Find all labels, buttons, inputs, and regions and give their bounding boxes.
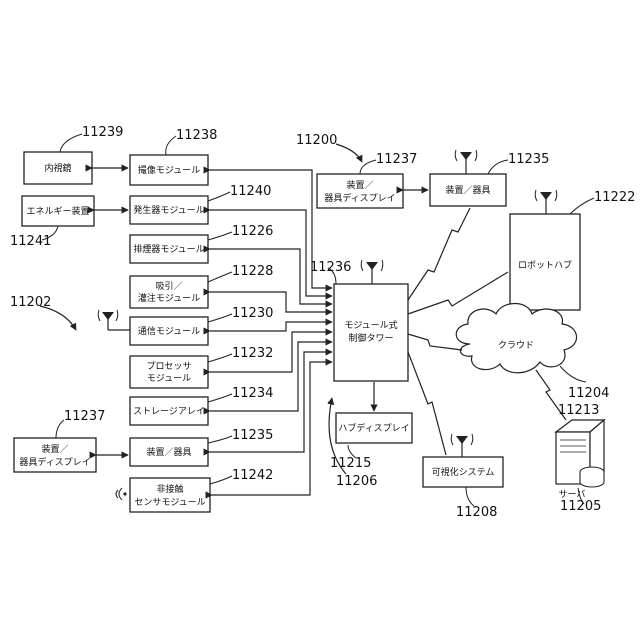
suction-label-2: 灌注モジュール: [138, 292, 200, 304]
ref-11232: 11232: [232, 346, 273, 361]
lead-11226: [208, 232, 232, 240]
processor-label-2: モジュール: [147, 374, 191, 384]
hub-display-label: ハブディスプレイ: [338, 422, 409, 434]
antenna-icon-visualization: [451, 434, 473, 457]
ref-11204: 11204: [568, 386, 609, 401]
ref-11200: 11200: [296, 133, 337, 148]
lead-11240: [208, 192, 230, 201]
ref-11236: 11236: [310, 260, 351, 275]
tower-label-2: 制御タワー: [348, 332, 393, 344]
lead-11235b: [488, 160, 508, 174]
lead-11237b: [360, 160, 376, 174]
processor-label-1: プロセッサ: [146, 361, 191, 372]
lead-11237a: [56, 420, 64, 438]
robot-hub-label: ロボットハブ: [518, 259, 572, 271]
lead-11234: [208, 394, 232, 402]
ref-11205: 11205: [560, 499, 601, 514]
antenna-icon-comm: [98, 310, 130, 330]
storage-array-label: ストレージアレイ: [133, 407, 205, 417]
modular-control-tower-box: [334, 284, 408, 381]
ref-11226: 11226: [232, 224, 273, 239]
ref-11241: 11241: [10, 234, 51, 249]
ref-11230: 11230: [232, 306, 273, 321]
ref-11206: 11206: [336, 474, 377, 489]
generator-module-label: 発生器モジュール: [133, 204, 204, 216]
wireless-tower-visualization: [408, 352, 446, 455]
ref-11237-left: 11237: [64, 409, 105, 424]
bus-generator: [210, 210, 332, 296]
bus-comm: [210, 322, 332, 331]
ref-11213: 11213: [558, 403, 599, 418]
comm-module-label: 通信モジュール: [138, 325, 200, 337]
arrow-11200: [336, 144, 362, 162]
ref-11238: 11238: [176, 128, 217, 143]
lead-11232: [208, 354, 232, 362]
lead-11230: [208, 314, 232, 322]
ref-11235-top: 11235: [508, 152, 549, 167]
lead-11239: [60, 134, 82, 152]
ref-11240: 11240: [230, 184, 271, 199]
sensor-icon-noncontact: [116, 488, 127, 500]
ref-11222: 11222: [594, 190, 635, 205]
device-display-top-label-2: 器具ディスプレイ: [324, 192, 395, 204]
device-display-top-label-1: 装置／: [346, 179, 373, 191]
suction-label-1: 吸引／: [155, 281, 182, 292]
endoscope-label: 内視鏡: [44, 162, 71, 174]
lead-11228: [208, 272, 232, 282]
ref-11242: 11242: [232, 468, 273, 483]
ref-11228: 11228: [232, 264, 273, 279]
lead-11235a: [208, 436, 232, 443]
ref-11202: 11202: [10, 295, 51, 310]
lead-11242: [210, 476, 232, 484]
cloud-shape: [456, 304, 576, 373]
ref-11237-top: 11237: [376, 152, 417, 167]
lead-11204: [560, 366, 586, 382]
ref-11239: 11239: [82, 125, 123, 140]
cloud-label: クラウド: [498, 340, 534, 351]
energy-device-label: エネルギー装置: [26, 205, 89, 217]
ref-11235-left: 11235: [232, 428, 273, 443]
visualization-label: 可視化システム: [432, 466, 495, 478]
device-instrument-left-label: 装置／器具: [146, 446, 191, 458]
antenna-icon-device-top: [455, 150, 477, 174]
imaging-module-label: 撮像モジュール: [138, 164, 200, 176]
noncontact-label-2: センサモジュール: [134, 497, 205, 508]
wireless-tower-cloud: [408, 334, 462, 350]
ref-11215: 11215: [330, 456, 371, 471]
ref-11234: 11234: [232, 386, 273, 401]
noncontact-label-1: 非接触: [156, 483, 183, 495]
lead-11238: [166, 136, 176, 155]
lead-11208: [466, 487, 474, 506]
lead-11222: [570, 198, 594, 214]
wireless-tower-instrument: [408, 208, 470, 300]
tower-label-1: モジュール式: [344, 319, 397, 331]
device-display-left-label-2: 器具ディスプレイ: [19, 456, 90, 468]
antenna-icon-robothub: [535, 190, 557, 214]
device-display-left-label-1: 装置／: [41, 443, 68, 455]
ref-11208: 11208: [456, 505, 497, 520]
smoke-module-label: 排煙器モジュール: [133, 243, 204, 255]
device-instrument-top-label: 装置／器具: [445, 184, 490, 196]
antenna-icon-tower: [361, 260, 383, 284]
server-icon: [556, 420, 604, 487]
